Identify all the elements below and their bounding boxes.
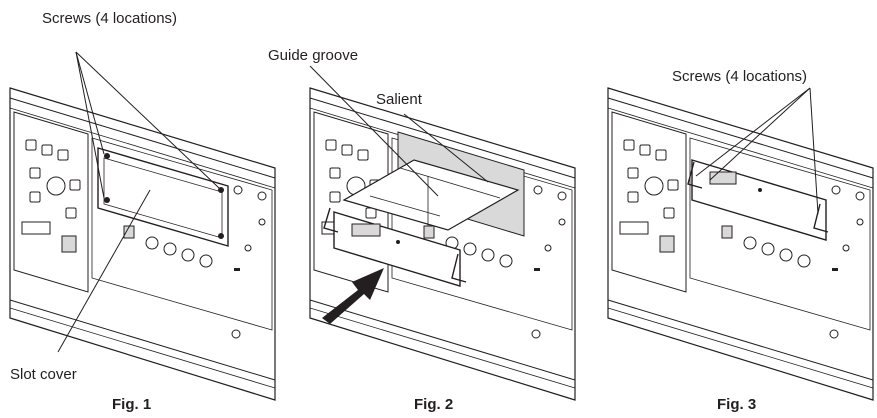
- screws-leader: [75, 51, 105, 199]
- screw-dot: [104, 197, 110, 203]
- fig3-caption: Fig. 3: [717, 396, 757, 413]
- screws-leader: [75, 51, 105, 155]
- fig3-screws-label: Screws (4 locations): [672, 68, 808, 85]
- slot-cover: [97, 147, 229, 247]
- fig1-slot-cover-label: Slot cover: [10, 366, 77, 383]
- fig2-caption: Fig. 2: [414, 396, 454, 413]
- fig2-salient-label: Salient: [376, 91, 422, 108]
- fig1-screws-label: Screws (4 locations): [42, 10, 178, 27]
- slot-cover-leader: [57, 189, 151, 353]
- screw-dot: [104, 153, 110, 159]
- guide-groove-leader: [309, 65, 439, 197]
- figure-3: [607, 87, 874, 401]
- interface-board: [342, 159, 520, 231]
- fig2-guide-groove-label: Guide groove: [268, 47, 359, 64]
- figure-2: [309, 65, 576, 401]
- screws-leader: [695, 87, 811, 177]
- screws-leader: [75, 51, 220, 189]
- insertion-arrow: [322, 268, 384, 324]
- salient-leader: [403, 113, 489, 183]
- screw-dot: [218, 233, 224, 239]
- figure-1: [9, 51, 276, 401]
- screw-dot: [218, 187, 224, 193]
- screws-leader: [809, 87, 819, 215]
- fig1-caption: Fig. 1: [112, 396, 152, 413]
- screws-leader: [709, 87, 811, 181]
